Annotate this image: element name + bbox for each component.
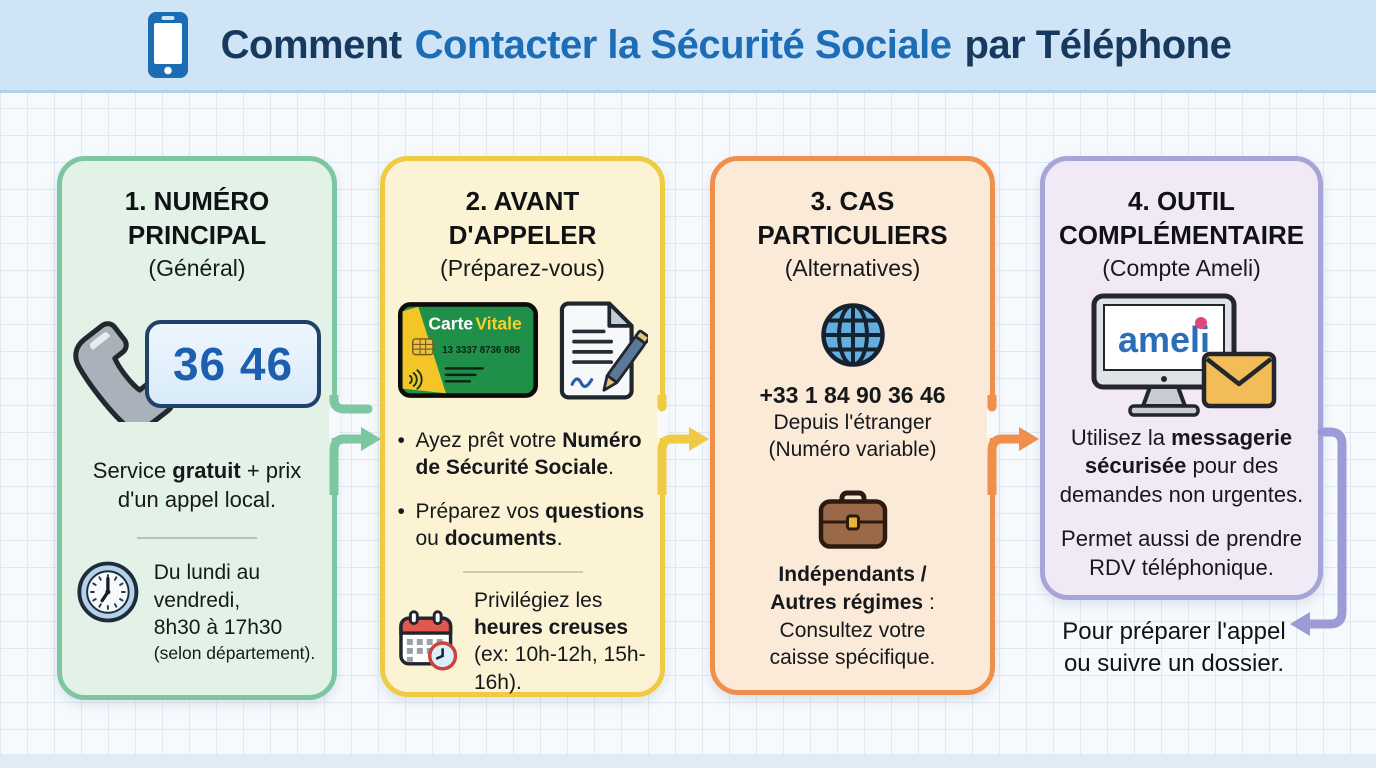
envelope-icon [1201,351,1276,408]
independants-block [815,489,891,551]
independants-bold: Indépendants / Autres régimes [770,563,927,614]
bullet2-bold1: questions [545,500,645,524]
service-text-pre: Service [92,457,173,483]
bullet2-pre: Préparez vos [415,500,546,524]
arrow-card2-to-card3 [657,395,709,495]
service-text-bold: gratuit [172,457,241,483]
opening-hours-block: Du lundi au vendredi, 8h30 à 17h30 (selo… [76,559,318,665]
carte-number: 13 3337 8736 888 [442,344,520,355]
bullet2-post: . [556,527,563,551]
calendar-clock-icon [398,610,457,671]
page-title: Comment Contacter la Sécurité Sociale par … [221,23,1232,68]
bullet1-post: . [608,455,614,479]
bullet-item-2: • Préparez vos questions ou documents. [398,498,648,553]
hours-line1: Du lundi au vendredi, [153,560,261,612]
bottom-strip [0,754,1376,768]
msg-post: pour des demandes non urgentes. [1059,453,1304,507]
ameli-block: ameli [1084,292,1280,418]
ameli-logo-dot [1194,316,1207,329]
secure-messaging-text: Utilisez la messagerie sécurisée pour de… [1059,424,1304,510]
main-number-block: 36 46 [69,302,325,430]
card2-title: 2. AVANT D'APPELER [448,186,597,250]
rdv-text: Permet aussi de prendre RDV téléphonique… [1061,526,1302,580]
international-line2: (Numéro variable) [768,437,937,461]
bullet2-mid: ou [415,527,445,551]
card1-service-text: Service gratuit + prix d'un appel local. [80,456,315,515]
tip-post: (ex: 10h-12h, 15h-16h). [473,643,646,694]
document-pen-icon [559,301,648,400]
bullet-glyph: • [397,428,405,452]
hours-line2: 8h30 à 17h30 [153,616,283,640]
header: Comment Contacter la Sécurité Sociale par … [0,0,1376,93]
bullet2-text: Préparez vos questions ou documents. [416,498,648,553]
loop-arrow-card4-to-note [1290,427,1347,636]
ameli-computer-icon: ameli [1091,293,1276,417]
card3-subtitle: (Alternatives) [784,254,921,281]
card2-divider [462,570,583,573]
arrow-card3-to-card4 [987,395,1039,495]
footer-note: Pour préparer l'appel ou suivre un dossi… [1062,618,1286,677]
globe-icon [820,302,885,367]
independants-colon: : [923,590,935,614]
hours-line3: (selon département). [153,643,316,664]
tip-bold: heures creuses [473,616,629,640]
title-part-2: Contacter la Sécurité Sociale [414,22,952,67]
card4-subtitle: (Compte Ameli) [1102,254,1261,281]
bullet1-text: Ayez prêt votre Numéro de Sécurité Socia… [416,427,648,482]
card-cas-particuliers: 3. CAS PARTICULIERS (Alternatives) +33 1… [710,156,995,695]
carte-label-word2: Vitale [475,313,522,333]
bullet-glyph: • [397,500,405,524]
arrow-card1-to-card2 [329,395,381,495]
title-part-1: Comment [220,22,402,67]
card1-title: 1. NUMÉRO PRINCIPAL [124,186,270,250]
card-avant-appeler: 2. AVANT D'APPELER (Préparez-vous) Carte… [380,156,665,697]
carte-vitale-icon: Carte Vitale 13 3337 8736 888 [397,301,538,398]
off-peak-text: Privilégiez les heures creuses (ex: 10h-… [474,587,649,696]
card3-title: 3. CAS PARTICULIERS [757,186,948,250]
opening-hours-text: Du lundi au vendredi, 8h30 à 17h30 (selo… [154,559,318,665]
bullet1-bold: Numéro de Sécurité Sociale [415,428,642,479]
carte-label-word1: Carte [428,313,473,333]
clock-icon [77,561,139,623]
international-number: +33 1 84 90 36 46 [759,381,946,408]
ameli-logo-text: ameli [1117,319,1209,360]
short-number: 36 46 [172,337,294,390]
title-part-3: par Téléphone [964,22,1232,67]
msg-bold: messagerie sécurisée [1084,424,1293,479]
international-text: +33 1 84 90 36 46 Depuis l'étranger (Num… [759,382,945,464]
independants-text: Indépendants / Autres régimes : Consultez… [753,561,953,672]
tip-pre: Privilégiez les [473,588,603,612]
smartphone-icon [147,12,188,78]
international-block [818,300,888,370]
short-number-box: 36 46 [145,319,321,408]
briefcase-icon [818,490,887,549]
bullet1-pre: Ayez prêt votre [415,428,563,452]
msg-pre: Utilisez la [1070,424,1172,450]
service-text-post: + prix d'un appel local. [117,457,302,513]
card1-divider [137,536,257,539]
bullet2-bold2: documents [444,527,557,551]
independants-body: Consultez votre caisse spécifique. [769,618,936,670]
international-line1: Depuis l'étranger [773,410,932,434]
card2-subtitle: (Préparez-vous) [440,254,605,281]
card1-subtitle: (Général) [148,254,246,281]
card-numero-principal: 1. NUMÉRO PRINCIPAL (Général) 36 46 Serv… [57,156,337,700]
card-outil-complementaire: 4. OUTIL COMPLÉMENTAIRE (Compte Ameli) a… [1040,156,1323,600]
bullet-item-1: • Ayez prêt votre Numéro de Sécurité Soc… [398,427,648,482]
card4-title: 4. OUTIL COMPLÉMENTAIRE [1059,186,1305,250]
card2-bullets: • Ayez prêt votre Numéro de Sécurité Soc… [398,410,648,553]
card2-icons: Carte Vitale 13 3337 8736 888 [397,298,648,402]
off-peak-tip: Privilégiez les heures creuses (ex: 10h-… [397,587,649,696]
